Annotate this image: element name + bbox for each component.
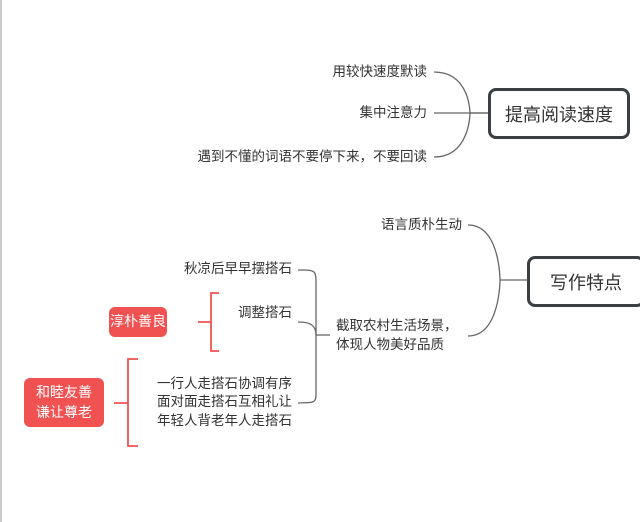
node-text: 一行人走搭石协调有序 (157, 376, 292, 392)
quality-tag[interactable]: 和睦友善 谦让尊老 (24, 378, 104, 427)
node-text: 集中注意力 (359, 105, 428, 121)
node-text: 面对面走搭石互相礼让 (157, 394, 292, 410)
node-text: 体现人物美好品质 (336, 337, 444, 353)
node-text: 调整搭石 (238, 305, 292, 321)
connector (297, 269, 317, 404)
tag-text: 谦让尊老 (36, 404, 92, 421)
node-text: 用较快速度默读 (332, 64, 428, 80)
tag-text: 淳朴善良 (110, 314, 166, 330)
topic-box[interactable]: 写作特点 (527, 256, 640, 307)
quality-tag[interactable]: 淳朴善良 (109, 307, 167, 337)
node-text: 截取农村生活场景， (336, 318, 458, 334)
bracket-red (114, 358, 138, 447)
tag-text: 和睦友善 (36, 384, 92, 401)
node-text: 语言质朴生动 (381, 217, 462, 233)
topic-box[interactable]: 提高阅读速度 (488, 88, 630, 139)
connector (433, 71, 471, 158)
left-border (0, 0, 2, 522)
node-text: 秋凉后早早摆搭石 (184, 261, 292, 277)
node-text: 遇到不懂的词语不要停下来，不要回读 (197, 149, 428, 165)
connector (297, 321, 317, 336)
connector (467, 224, 501, 337)
node-text: 年轻人背老年人走搭石 (157, 413, 292, 429)
bracket-red (198, 292, 219, 352)
